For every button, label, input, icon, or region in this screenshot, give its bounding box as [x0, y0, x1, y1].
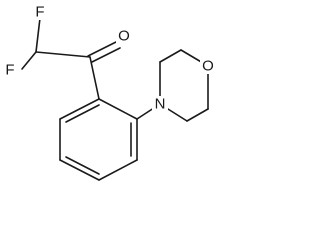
bond-morph-c-c-lower — [186, 108, 209, 122]
bond-morph-c-c-upper — [159, 49, 182, 63]
bond-ring-inner-c4-c5 — [65, 156, 100, 175]
bond-ring-inner-c6-c1 — [65, 104, 100, 123]
bond-carbonyl-double-b — [91, 47, 121, 63]
bond-ring-c3-c4 — [98, 159, 138, 181]
bond-ring-c1-c2 — [98, 98, 138, 120]
bond-carbonyl-double-a — [87, 41, 117, 57]
atom-o-carbonyl: O — [116, 28, 132, 45]
atom-f-top: F — [33, 4, 47, 21]
atom-n-morpholine-label: N — [155, 96, 166, 113]
bond-chf2-carbonyl — [35, 51, 91, 58]
atom-f-left-label: F — [5, 62, 14, 79]
bond-ring-c6-c1 — [59, 98, 100, 120]
atom-o-morpholine-label: O — [202, 58, 214, 75]
atom-o-carbonyl-label: O — [118, 28, 130, 45]
bond-carbonyl-aryl — [89, 56, 100, 100]
bond-ring-c4-c5 — [59, 159, 100, 181]
bond-chf2-f-left — [21, 51, 37, 70]
atom-f-left: F — [3, 62, 17, 79]
atom-n-morpholine: N — [152, 96, 168, 113]
bond-chf2-f-top — [35, 17, 41, 53]
chemical-structure-diagram: F F O N O — [3, 3, 216, 181]
atom-o-morpholine: O — [200, 58, 216, 75]
atom-f-top-label: F — [35, 4, 44, 21]
